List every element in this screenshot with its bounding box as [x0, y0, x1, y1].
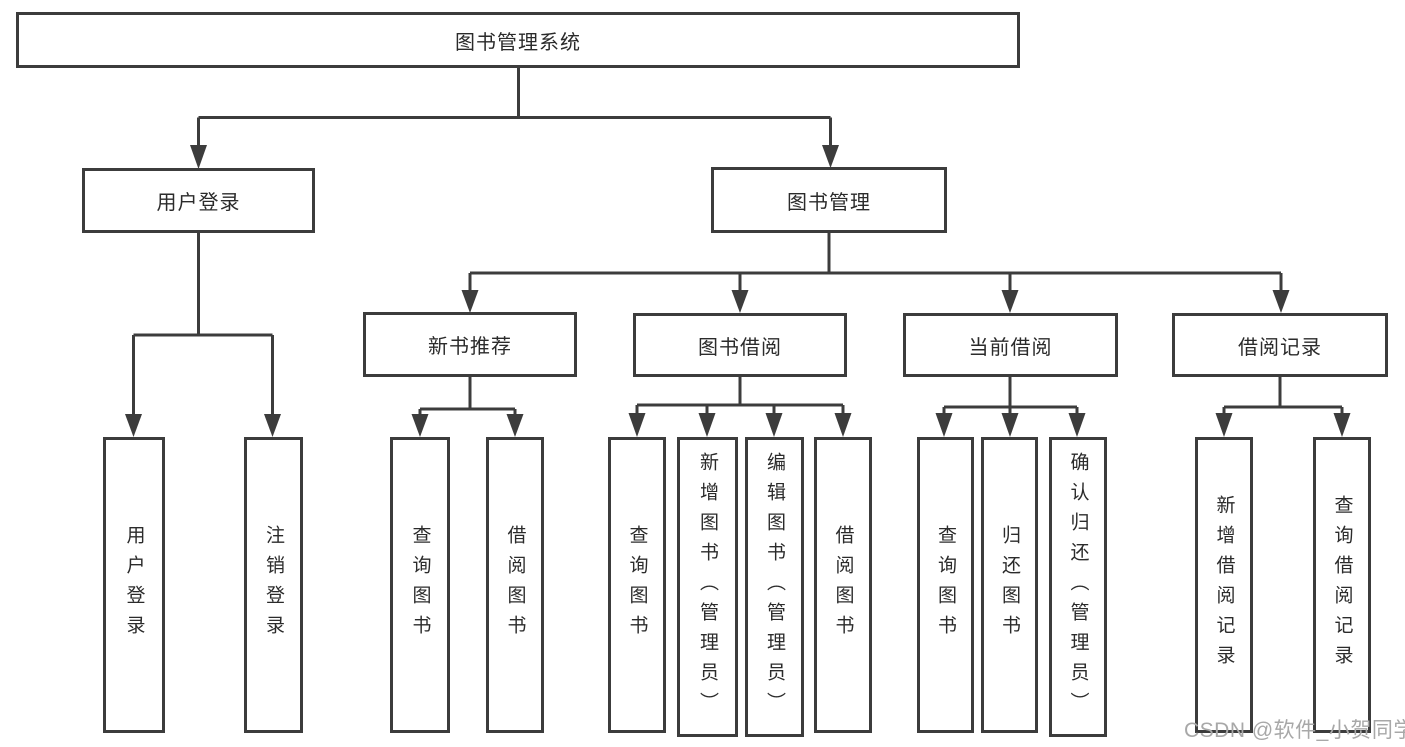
connector-borrowrecords-to-leaves [1215, 377, 1351, 437]
leaf-query-books-3: 查询图书 [917, 437, 974, 733]
leaf-label: 查询借阅记录 [1331, 495, 1353, 675]
connector-bookborrow-to-leaves [628, 377, 852, 437]
leaf-add-book-admin: 新增图书（管理员） [677, 437, 738, 737]
leaf-edit-book-admin: 编辑图书（管理员） [745, 437, 804, 737]
arrow-down-icon [698, 413, 716, 437]
node-book-borrow: 图书借阅 [633, 313, 847, 377]
connector-userlogin-to-leaves [125, 233, 281, 437]
arrow-down-icon [190, 145, 207, 169]
arrow-down-icon [1333, 413, 1351, 437]
leaf-confirm-return-admin: 确认归还（管理员） [1049, 437, 1107, 737]
leaf-label: 确认归还（管理员） [1067, 452, 1089, 722]
node-new-book-recommend: 新书推荐 [363, 312, 577, 377]
connector-bookmgmt-to-level3 [461, 233, 1290, 313]
arrow-down-icon [935, 413, 953, 437]
arrow-down-icon [264, 414, 281, 437]
leaf-query-books-1: 查询图书 [390, 437, 450, 733]
arrow-down-icon [125, 414, 142, 437]
leaf-label: 借阅图书 [832, 525, 854, 645]
node-user-login: 用户登录 [82, 168, 315, 233]
leaf-user-login: 用户登录 [103, 437, 165, 733]
leaf-label: 查询图书 [935, 525, 956, 645]
leaf-label: 编辑图书（管理员） [764, 452, 785, 722]
connector-root-to-level2 [190, 68, 839, 169]
node-root: 图书管理系统 [16, 12, 1020, 68]
arrow-down-icon [822, 145, 839, 168]
arrow-down-icon [1001, 413, 1019, 437]
arrow-down-icon [765, 413, 783, 437]
arrow-down-icon [1068, 413, 1086, 437]
arrow-down-icon [1001, 290, 1019, 313]
arrow-down-icon [731, 290, 749, 313]
connector-newbooks-to-leaves [411, 377, 524, 437]
connector-currentborrow-to-leaves [935, 377, 1086, 437]
leaf-return-book: 归还图书 [981, 437, 1038, 733]
leaf-label: 新增图书（管理员） [697, 452, 718, 722]
watermark: CSDN @软件_小贺同学 [1184, 719, 1405, 742]
leaf-label: 新增借阅记录 [1213, 495, 1235, 675]
node-borrow-records: 借阅记录 [1172, 313, 1388, 377]
arrow-down-icon [506, 414, 524, 437]
node-current-borrow: 当前借阅 [903, 313, 1118, 377]
node-book-management: 图书管理 [711, 167, 947, 233]
arrow-down-icon [411, 414, 429, 437]
leaf-logout: 注销登录 [244, 437, 303, 733]
arrow-down-icon [461, 290, 479, 313]
arrow-down-icon [1215, 413, 1233, 437]
arrow-down-icon [628, 413, 646, 437]
leaf-label: 查询图书 [626, 525, 648, 645]
leaf-borrow-books-2: 借阅图书 [814, 437, 872, 733]
leaf-label: 归还图书 [999, 525, 1020, 645]
leaf-query-borrow-record: 查询借阅记录 [1313, 437, 1371, 733]
leaf-label: 注销登录 [263, 525, 284, 645]
arrow-down-icon [1272, 290, 1290, 313]
leaf-add-borrow-record: 新增借阅记录 [1195, 437, 1253, 733]
leaf-label: 查询图书 [409, 525, 431, 645]
arrow-down-icon [834, 413, 852, 437]
leaf-label: 用户登录 [123, 525, 145, 645]
leaf-query-books-2: 查询图书 [608, 437, 666, 733]
leaf-borrow-books-1: 借阅图书 [486, 437, 544, 733]
leaf-label: 借阅图书 [504, 525, 526, 645]
